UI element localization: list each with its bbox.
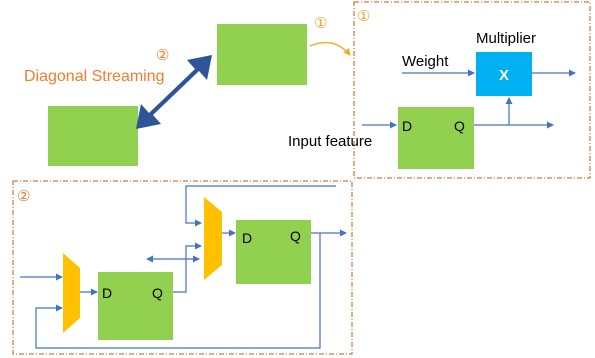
- register-b-d: D: [242, 230, 252, 246]
- top-input-wire: [185, 185, 336, 227]
- marker-two-top: ②: [156, 47, 169, 64]
- marker-two-box: ②: [17, 188, 30, 205]
- register-a-output-wire: [173, 242, 202, 293]
- diagonal-streaming-label: Diagonal Streaming: [24, 68, 165, 85]
- register-a-q: Q: [152, 285, 163, 301]
- multiplier-label: Multiplier: [476, 30, 536, 47]
- weight-label: Weight: [402, 53, 449, 70]
- register-top-q: Q: [454, 118, 465, 134]
- feedback-loop-wire: [35, 233, 321, 349]
- detail-box-2: [12, 180, 353, 355]
- marker-one-top: ①: [314, 15, 327, 32]
- mux-a: [63, 253, 80, 333]
- register-top: [398, 107, 474, 169]
- input-feature-label: Input feature: [288, 133, 372, 150]
- diagonal-streaming-arrow: [136, 55, 212, 129]
- multiplier-block: [476, 52, 532, 96]
- marker-one-box: ①: [357, 8, 370, 25]
- register-a: [98, 272, 173, 340]
- callout-curve-arrow: [309, 41, 351, 56]
- pe-block-top: [217, 24, 307, 85]
- mux-b: [204, 197, 222, 280]
- pe-block-bottom-left: [48, 106, 138, 166]
- register-b: [236, 220, 311, 284]
- register-top-d: D: [402, 118, 412, 134]
- register-a-d: D: [102, 285, 112, 301]
- register-b-q: Q: [290, 228, 301, 244]
- multiplier-symbol: X: [499, 67, 509, 84]
- detail-box-1: [353, 1, 591, 179]
